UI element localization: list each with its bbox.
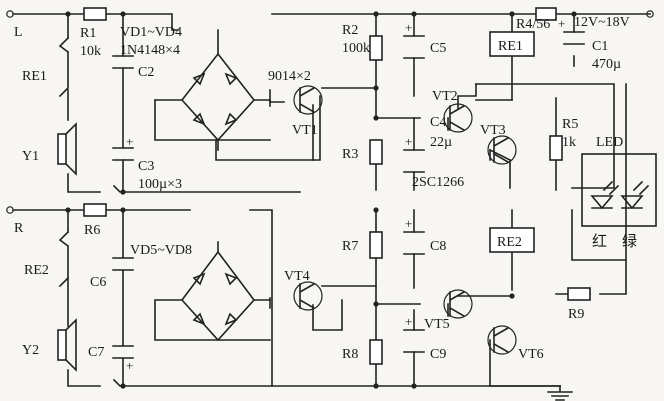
c6-label: C6 — [90, 275, 106, 290]
c8-capacitor: + — [403, 216, 425, 255]
bridge-left-part: 1N4148×4 — [120, 43, 180, 58]
vt5-label: VT5 — [424, 317, 450, 332]
r8-resistor — [369, 339, 383, 365]
bridge-right-label: VD5~VD8 — [130, 243, 192, 258]
r2-value: 100k — [342, 41, 370, 56]
vt3-transistor — [487, 135, 517, 165]
r1-value: 10k — [80, 44, 101, 59]
c4-capacitor: + — [403, 134, 425, 173]
y2-speaker — [57, 318, 77, 372]
re1-relay-label: RE1 — [498, 39, 523, 54]
svg-text:+: + — [405, 134, 412, 149]
re1-contact-label: RE1 — [22, 69, 47, 84]
terminal-l-label: L — [14, 25, 23, 40]
svg-text:+: + — [126, 134, 133, 149]
bridge-left-label: VD1~VD4 — [120, 25, 182, 40]
red-led-label: 红 — [592, 232, 607, 250]
c3-value: 100µ×3 — [138, 177, 182, 192]
c8-label: C8 — [430, 239, 446, 254]
bridge-rectifier-left — [180, 52, 256, 142]
supply-terminal — [646, 10, 654, 18]
c5-capacitor: + — [403, 20, 425, 59]
vt2-vt3-part: 2SC1266 — [412, 175, 464, 190]
c2-capacitor — [112, 55, 134, 69]
r4-label: R4/56 — [516, 17, 550, 32]
green-led-icon — [620, 180, 650, 210]
vt1-part: 9014×2 — [268, 69, 311, 84]
re1-contact — [58, 36, 70, 98]
c5-label: C5 — [430, 41, 446, 56]
left-channel-wires — [12, 13, 651, 193]
r5-value: 1k — [562, 135, 576, 150]
vt6-transistor — [487, 325, 517, 355]
r8-label: R8 — [342, 347, 358, 362]
c7-capacitor: + — [112, 345, 134, 373]
vt2-label: VT2 — [432, 89, 458, 104]
svg-text:+: + — [405, 216, 412, 231]
r6-label: R6 — [84, 223, 100, 238]
led-enclosure — [581, 153, 657, 227]
r3-resistor — [369, 139, 383, 165]
r5-label: R5 — [562, 117, 578, 132]
vt4-label: VT4 — [284, 269, 310, 284]
junction-dots — [65, 11, 577, 389]
r6-resistor — [83, 203, 107, 217]
r1-label: R1 — [80, 26, 96, 41]
supply-voltage: 12V~18V — [574, 15, 630, 30]
r2-resistor — [369, 35, 383, 61]
vt6-label: VT6 — [518, 347, 544, 362]
r5-resistor — [549, 135, 563, 161]
green-led-label: 绿 — [622, 232, 637, 250]
c3-capacitor: + — [112, 134, 134, 161]
vt3-label: VT3 — [480, 123, 506, 138]
c1-label: C1 — [592, 39, 608, 54]
r3-label: R3 — [342, 147, 358, 162]
svg-text:+: + — [405, 20, 412, 35]
bridge-rectifier-right — [180, 250, 256, 342]
r9-label: R9 — [568, 307, 584, 322]
re2-contact-label: RE2 — [24, 263, 49, 278]
c9-label: C9 — [430, 347, 446, 362]
r1-resistor — [83, 7, 107, 21]
vt4-transistor — [293, 281, 323, 311]
c6-capacitor — [112, 257, 134, 271]
c9-capacitor: + — [403, 314, 425, 353]
y1-speaker — [57, 122, 77, 176]
r4-resistor — [535, 7, 557, 21]
vt2-transistor — [443, 103, 473, 133]
c1-capacitor: + — [558, 16, 585, 45]
re2-relay-label: RE2 — [497, 235, 522, 250]
y2-label: Y2 — [22, 343, 39, 358]
right-channel-wires — [12, 83, 627, 387]
c4-value: 22µ — [430, 135, 452, 150]
r7-resistor — [369, 231, 383, 259]
vt1-label: VT1 — [292, 123, 318, 138]
vt1-transistor — [293, 85, 323, 115]
terminal-r-label: R — [14, 221, 24, 236]
c7-label: C7 — [88, 345, 104, 360]
ground-icon — [547, 385, 573, 401]
c1-value: 470µ — [592, 57, 621, 72]
re2-relay-coil — [489, 227, 535, 253]
re1-relay-coil — [489, 31, 535, 57]
led-label: LED — [596, 135, 623, 150]
r9-resistor — [567, 287, 591, 301]
vt5-transistor — [443, 289, 473, 319]
svg-text:+: + — [405, 314, 412, 329]
c3-label: C3 — [138, 159, 154, 174]
c4-label: C4 — [430, 115, 446, 130]
re2-contact — [58, 230, 70, 288]
svg-text:+: + — [126, 358, 133, 373]
r7-label: R7 — [342, 239, 358, 254]
c2-label: C2 — [138, 65, 154, 80]
r2-label: R2 — [342, 23, 358, 38]
red-led-icon — [590, 180, 620, 210]
y1-label: Y1 — [22, 149, 39, 164]
svg-text:+: + — [558, 16, 565, 31]
